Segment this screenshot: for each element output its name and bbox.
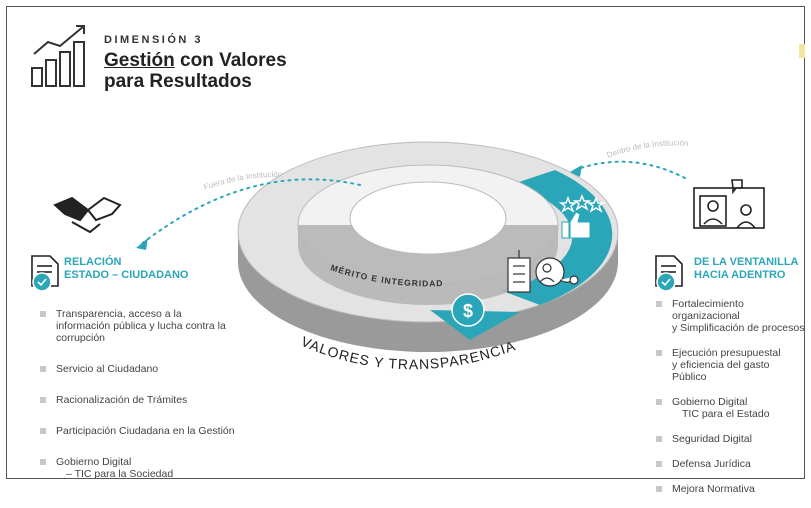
list-item: Servicio al Ciudadano: [38, 363, 258, 375]
right-title-line2: HACIA ADENTRO: [694, 269, 786, 281]
left-title-line1: RELACIÓN: [64, 256, 122, 268]
inner-ring: [349, 181, 507, 255]
right-title-line1: DE LA VENTANILLA: [694, 256, 799, 268]
handshake-icon: [53, 196, 122, 234]
inside-arrowhead: [570, 165, 582, 177]
person-cycle-icon: [535, 257, 579, 287]
video-conference-icon: [693, 179, 765, 229]
document-check-icon-left: [31, 255, 59, 292]
left-title-line2: ESTADO – CIUDADANO: [64, 269, 189, 281]
page-title: Gestión con Valores para Resultados: [104, 50, 287, 92]
title-line2: para Resultados: [104, 71, 252, 92]
title-keyword: Gestión: [104, 50, 175, 71]
list-item: Racionalización de Trámites: [38, 394, 258, 406]
star-rating-icon: [558, 193, 606, 213]
left-item-list: Transparencia, acceso a la información p…: [38, 308, 258, 499]
left-section-title: RELACIÓN ESTADO – CIUDADANO: [64, 256, 188, 282]
bar-chart-growth-icon: [31, 25, 85, 87]
middle-ring-side: [298, 225, 558, 305]
svg-text:$: $: [463, 301, 473, 321]
title-rest: con Valores: [174, 50, 287, 71]
inside-label: Dentro de la Institución: [606, 138, 689, 159]
inside-dotted-arrow: [574, 160, 686, 179]
money-icon: $: [451, 293, 485, 327]
list-item: Defensa Jurídica: [654, 458, 806, 470]
list-item: Transparencia, acceso a la información p…: [38, 308, 258, 344]
list-item: Gobierno Digital – TIC para la Sociedad: [38, 456, 258, 480]
dimension-label: DIMENSIÓN 3: [104, 34, 204, 46]
outside-dotted-arrow: [139, 178, 361, 246]
corner-accent: [799, 44, 805, 58]
list-item: Fortalecimiento organizacional y Simplif…: [654, 298, 806, 334]
document-check-icon-right: [655, 255, 683, 292]
ring-diagram: VALORES Y TRANSPARENCIA MÉRITO E INTEGRI…: [31, 138, 765, 372]
infographic: DIMENSIÓN 3 Gestión con Valores para Res…: [31, 25, 805, 495]
list-item: Participación Ciudadana en la Gestión: [38, 425, 258, 437]
list-item: Ejecución presupuestal y eficiencia del …: [654, 347, 806, 383]
right-section-title: DE LA VENTANILLA HACIA ADENTRO: [694, 256, 799, 282]
thumbs-up-icon: [561, 211, 591, 239]
outside-arrowhead: [136, 238, 148, 250]
building-icon: [507, 250, 531, 293]
right-item-list: Fortalecimiento organizacional y Simplif…: [654, 298, 806, 508]
list-item: Seguridad Digital: [654, 433, 806, 445]
list-item: Gobierno Digital TIC para el Estado: [654, 396, 806, 420]
